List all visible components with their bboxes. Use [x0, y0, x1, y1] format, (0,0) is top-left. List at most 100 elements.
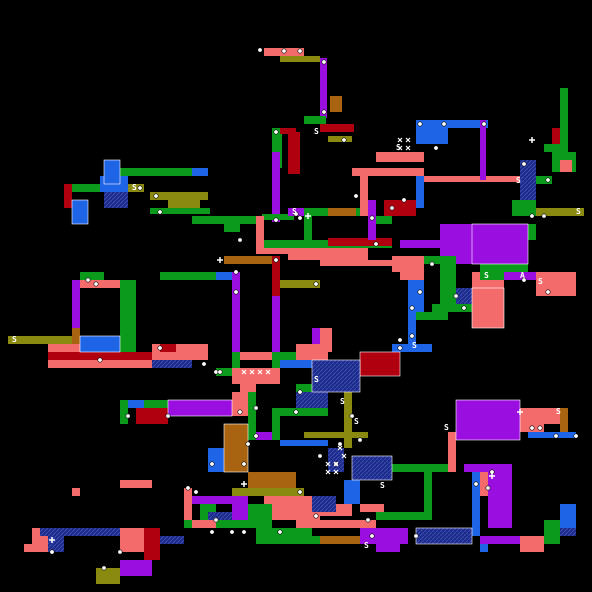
corridor-tile — [56, 360, 152, 368]
door-marker — [321, 109, 327, 115]
corridor-tile — [184, 488, 192, 528]
corridor-tile — [464, 464, 512, 472]
corridor-tile — [176, 352, 200, 360]
corridor-tile — [120, 400, 128, 424]
corridor-tile — [272, 256, 280, 296]
map-letter-marker: S — [556, 407, 561, 416]
corridor-tile — [150, 192, 208, 200]
cross-marker — [241, 369, 247, 375]
door-marker — [417, 121, 423, 127]
map-letter-marker: S — [354, 417, 359, 426]
corridor-tile — [256, 432, 272, 440]
corridor-tile — [192, 496, 232, 504]
corridor-tile — [288, 132, 300, 174]
door-marker — [529, 425, 535, 431]
corridor-tile — [560, 160, 572, 172]
corridor-tile — [544, 520, 560, 544]
door-marker — [241, 529, 247, 535]
corridor-tile — [232, 488, 304, 496]
door-marker — [241, 461, 247, 467]
door-marker — [413, 533, 419, 539]
corridor-tile — [80, 280, 128, 288]
corridor-tile — [120, 560, 152, 576]
door-marker — [273, 257, 279, 263]
door-marker — [217, 369, 223, 375]
corridor-tile — [480, 536, 528, 544]
door-marker — [353, 193, 359, 199]
cross-marker — [337, 445, 343, 451]
door-marker — [97, 357, 103, 363]
room — [103, 159, 121, 185]
corridor-tile — [72, 488, 80, 496]
corridor-tile — [280, 440, 328, 446]
door-marker — [273, 129, 279, 135]
corridor-tile — [216, 368, 232, 376]
door-marker — [409, 305, 415, 311]
corridor-tile — [160, 536, 184, 544]
corridor-tile — [128, 184, 144, 192]
corridor-tile — [304, 432, 368, 438]
corridor-tile — [272, 152, 280, 222]
corridor-tile — [416, 128, 448, 144]
door-marker — [545, 289, 551, 295]
map-letter-marker: S — [412, 341, 417, 350]
door-marker — [137, 185, 143, 191]
corridor-tile — [248, 504, 272, 520]
corridor-tile — [296, 520, 376, 528]
corridor-tile — [216, 272, 232, 280]
door-marker — [521, 277, 527, 283]
corridor-tile — [256, 520, 272, 544]
corridor-tile — [248, 472, 296, 488]
plus-marker — [489, 473, 495, 479]
plus-marker — [49, 537, 55, 543]
map-letter-marker: A — [520, 271, 525, 280]
corridor-tile — [528, 208, 584, 216]
map-letter-marker: S — [314, 375, 319, 384]
cross-marker — [405, 137, 411, 143]
door-marker — [253, 433, 259, 439]
door-marker — [545, 177, 551, 183]
corridor-tile — [240, 376, 256, 392]
door-marker — [553, 433, 559, 439]
corridor-tile — [330, 96, 342, 112]
cross-marker — [397, 137, 403, 143]
door-marker — [165, 413, 171, 419]
door-marker — [321, 59, 327, 65]
corridor-tile — [152, 360, 192, 368]
corridor-tile — [264, 496, 312, 504]
corridor-tile — [360, 176, 368, 216]
corridor-tile — [376, 152, 424, 162]
map-letter-marker: S — [576, 207, 581, 216]
corridor-tile — [440, 120, 480, 126]
corridor-tile — [296, 384, 312, 392]
corridor-tile — [40, 528, 144, 536]
door-marker — [213, 517, 219, 523]
corridor-tile — [120, 528, 144, 552]
door-marker — [233, 289, 239, 295]
door-marker — [237, 409, 243, 415]
door-marker — [349, 413, 355, 419]
corridor-tile — [96, 568, 120, 584]
corridor-tile — [192, 216, 256, 224]
room-layer — [71, 159, 529, 545]
door-marker — [281, 48, 287, 54]
door-marker — [313, 281, 319, 287]
corridor-tile — [416, 312, 432, 320]
corridor-tile — [256, 216, 264, 252]
corridor-tile — [248, 384, 256, 440]
corridor-tile — [64, 184, 72, 208]
corridor-tile — [352, 168, 424, 176]
room — [71, 199, 89, 225]
corridor-tile — [272, 128, 282, 168]
corridor-tile — [344, 480, 360, 504]
door-marker — [237, 237, 243, 243]
corridor-tile — [320, 58, 327, 118]
plus-marker — [241, 481, 247, 487]
door-marker — [441, 121, 447, 127]
room — [415, 527, 473, 545]
door-marker — [313, 513, 319, 519]
corridor-tile — [456, 288, 472, 304]
door-marker — [341, 137, 347, 143]
room — [471, 287, 505, 329]
corridor-tile — [24, 544, 64, 552]
